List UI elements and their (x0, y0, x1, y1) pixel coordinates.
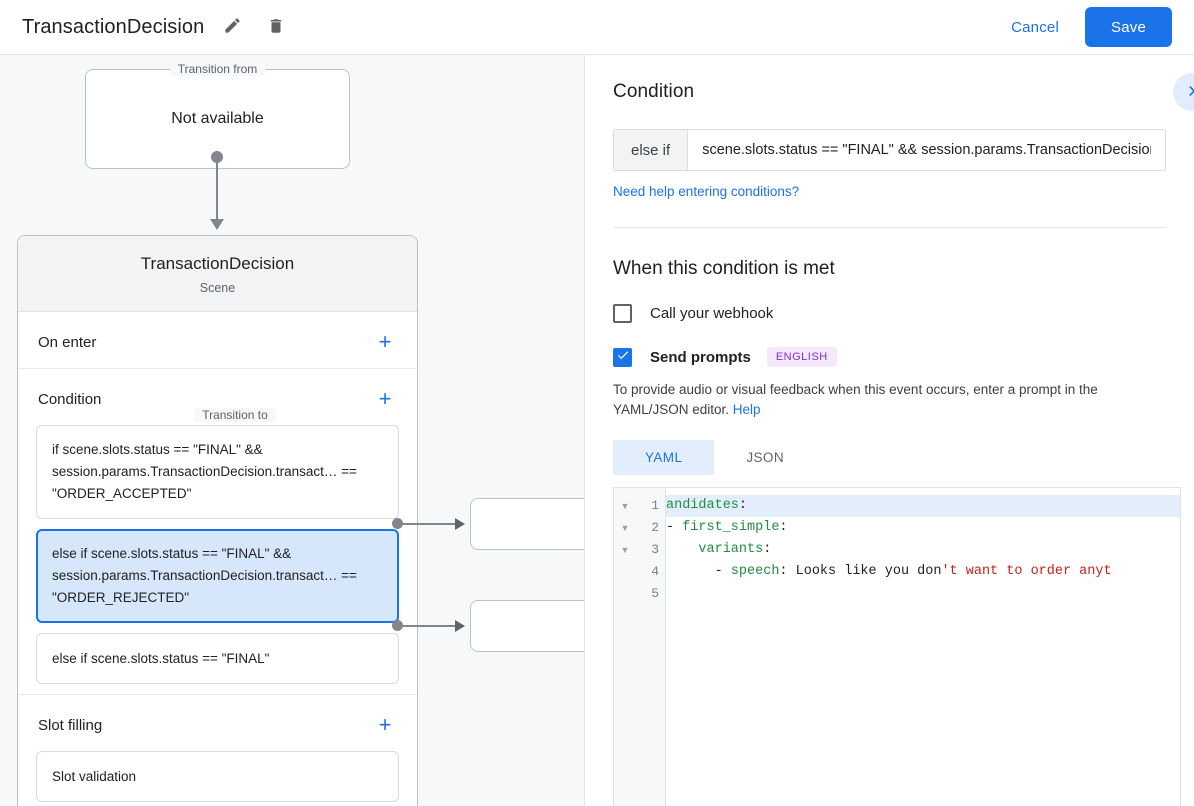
target-node-1[interactable] (470, 498, 584, 550)
code-token: speech (730, 564, 780, 579)
top-app-bar: TransactionDecision Cancel Save (0, 0, 1194, 55)
transition-from-value: Not available (171, 110, 264, 127)
code-token (666, 542, 698, 557)
help-link[interactable]: Help (732, 402, 761, 417)
edit-name-button[interactable] (216, 11, 248, 43)
code-token: - (666, 520, 683, 535)
prompt-description: To provide audio or visual feedback when… (613, 380, 1165, 420)
line-number: 2 (651, 520, 659, 535)
list-item[interactable]: if scene.slots.status == "FINAL" && sess… (36, 425, 399, 519)
condition-section: Condition else if Need help entering con… (585, 55, 1194, 228)
code-token: : (763, 542, 772, 557)
code-line[interactable]: - first_simple: (666, 517, 1180, 539)
section-title: Condition (38, 390, 102, 408)
scene-section: On enter + (18, 312, 417, 369)
scene-subtitle: Scene (199, 281, 236, 295)
send-prompts-label: Send prompts (650, 348, 751, 366)
condition-1-connector-line (398, 523, 460, 525)
prompt-description-text: To provide audio or visual feedback when… (613, 382, 1098, 417)
add-icon[interactable]: + (378, 712, 392, 737)
code-token: : (779, 520, 788, 535)
code-token: andidates (666, 498, 739, 513)
condition-help-link[interactable]: Need help entering conditions? (613, 184, 800, 199)
section-header: Condition + (18, 369, 417, 425)
condition-prefix-label: else if (614, 130, 689, 170)
webhook-row[interactable]: Call your webhook (613, 304, 1166, 323)
code-line[interactable]: variants: (666, 539, 1180, 561)
code-line[interactable] (666, 583, 1180, 605)
line-number: 5 (651, 586, 659, 601)
check-icon (616, 348, 630, 367)
send-prompts-checkbox[interactable] (613, 347, 632, 367)
send-prompts-row[interactable]: Send prompts ENGLISH (613, 347, 1166, 367)
scene-card-header: TransactionDecision Scene (18, 236, 417, 312)
scene-title: TransactionDecision (140, 254, 295, 273)
section-header: On enter + (18, 312, 417, 368)
transition-to-node[interactable]: Transition to TransactionDecision Scene … (17, 235, 418, 806)
delete-button[interactable] (260, 11, 292, 43)
line-number: 1 (651, 498, 659, 513)
scene-section: Condition + if scene.slots.status == "FINA… (18, 369, 417, 695)
panel-expand-button[interactable] (1173, 73, 1194, 111)
call-webhook-checkbox[interactable] (613, 304, 632, 323)
flow-canvas[interactable]: Transition from Not available Transition… (0, 55, 584, 806)
panel-divider (613, 227, 1166, 228)
pencil-icon (223, 16, 242, 38)
call-webhook-label: Call your webhook (650, 305, 774, 322)
code-line[interactable]: - speech: Looks like you don't want to o… (666, 561, 1180, 583)
code-token: Looks like you don (795, 564, 942, 579)
trash-icon (267, 17, 285, 38)
code-token: - (666, 564, 731, 579)
scene-sections: On enter + Condition + if scene.slots.status… (18, 312, 417, 802)
language-badge: ENGLISH (766, 347, 837, 367)
code-token: 't want to order anyt (941, 564, 1112, 579)
connector-line (216, 151, 218, 225)
list-item[interactable]: else if scene.slots.status == "FINAL" &&… (36, 529, 399, 623)
code-token: first_simple (682, 520, 780, 535)
condition-expression-input[interactable] (688, 130, 1165, 170)
fold-gutter[interactable]: ▼ ▼ ▼ (614, 488, 636, 806)
fold-toggle-icon[interactable]: ▼ (620, 545, 630, 555)
fold-toggle-icon[interactable]: ▼ (620, 501, 630, 511)
code-content-area[interactable]: andidates:- first_simple: variants: - sp… (666, 488, 1180, 806)
section-title: On enter (38, 333, 97, 351)
when-met-heading: When this condition is met (613, 258, 835, 279)
line-number: 4 (651, 564, 659, 579)
condition-1-connector-arrow (455, 518, 465, 530)
list-item[interactable]: else if scene.slots.status == "FINAL" (36, 633, 399, 684)
code-token: : (738, 498, 748, 513)
line-number: 3 (651, 542, 659, 557)
target-node-2[interactable] (470, 600, 584, 652)
fold-toggle-icon[interactable]: ▼ (620, 523, 630, 533)
list-item[interactable]: Slot validation (36, 751, 399, 802)
section-title: Slot filling (38, 716, 103, 734)
code-line[interactable]: andidates: (666, 495, 1180, 517)
condition-input-row[interactable]: else if (613, 129, 1166, 171)
code-token: variants (698, 542, 764, 557)
chevron-right-icon (1182, 81, 1194, 104)
page-title: TransactionDecision (22, 15, 205, 38)
tab-yaml[interactable]: YAML (613, 440, 715, 475)
line-number-gutter: 1 2 3 4 5 (636, 488, 666, 806)
condition-2-connector-dot (392, 620, 403, 631)
details-panel: Condition else if Need help entering con… (584, 55, 1194, 806)
tab-json[interactable]: JSON (714, 440, 816, 475)
transition-to-legend: Transition to (194, 408, 276, 422)
condition-2-connector-arrow (455, 620, 465, 632)
code-token: : (779, 564, 796, 579)
condition-2-connector-line (398, 625, 460, 627)
condition-heading: Condition (613, 81, 695, 102)
add-icon[interactable]: + (378, 386, 392, 411)
section-header: Slot filling + (18, 695, 417, 751)
save-button[interactable]: Save (1085, 7, 1172, 47)
when-condition-met-section: When this condition is met Call your web… (585, 258, 1194, 806)
cancel-button[interactable]: Cancel (995, 9, 1075, 46)
scene-section: Slot filling + Slot validation (18, 695, 417, 802)
add-icon[interactable]: + (378, 329, 392, 354)
condition-1-connector-dot (392, 518, 403, 529)
connector-arrow (210, 219, 224, 230)
transition-from-legend: Transition from (169, 62, 266, 76)
